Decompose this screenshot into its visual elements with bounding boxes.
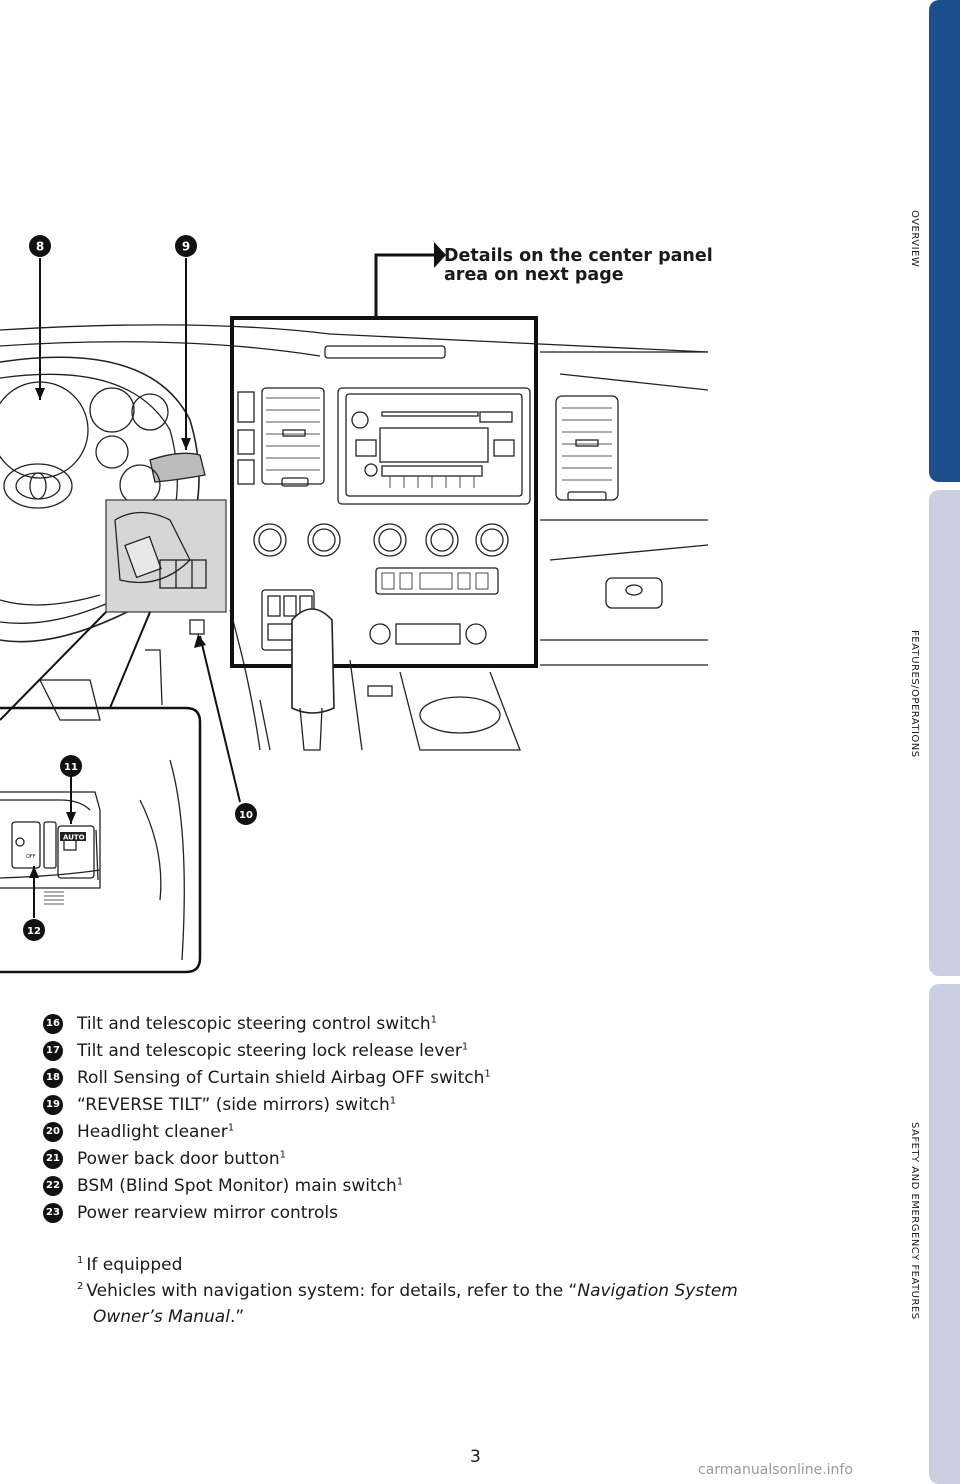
list-item: 17 Tilt and telescopic steering lock rele… [43,1037,843,1064]
list-item: 19 “REVERSE TILT” (side mirrors) switch1 [43,1091,843,1118]
center-panel-callout: Details on the center panel area on next… [444,247,713,285]
page-number: 3 [470,1447,481,1467]
item-text: Headlight cleaner1 [77,1121,235,1142]
watermark[interactable]: carmanualsonline.info [698,1462,853,1478]
callout-line-2: area on next page [444,265,624,285]
side-tab-safety-label: SAFETY AND EMERGENCY FEATURES [909,1122,920,1320]
side-tab-safety[interactable] [929,984,960,1484]
item-text: Roll Sensing of Curtain shield Airbag OF… [77,1067,491,1088]
side-tab-features[interactable] [929,490,960,976]
auto-switch-label: AUTO [63,834,85,842]
item-number-badge: 23 [43,1202,63,1223]
manual-title-italic-b: Owner’s Manual [93,1307,230,1327]
marker-11: 11 [64,762,78,773]
side-tab-overview-label: OVERVIEW [909,210,920,268]
item-number-badge: 20 [43,1121,63,1142]
side-tab-overview[interactable] [929,0,960,482]
list-item: 23 Power rearview mirror controls [43,1199,843,1226]
list-item: 20 Headlight cleaner1 [43,1118,843,1145]
list-item: 21 Power back door button1 [43,1145,843,1172]
item-text: BSM (Blind Spot Monitor) main switch1 [77,1175,404,1196]
marker-12: 12 [27,926,41,937]
side-tab-features-label: FEATURES/OPERATIONS [909,630,920,758]
item-number-badge: 19 [43,1094,63,1115]
callout-line-1: Details on the center panel [444,246,713,266]
item-number-badge: 22 [43,1175,63,1196]
item-number-badge: 16 [43,1013,63,1034]
marker-10: 10 [239,810,253,821]
item-number-badge: 21 [43,1148,63,1169]
item-text: Power back door button1 [77,1148,287,1169]
item-text: Power rearview mirror controls [77,1202,339,1223]
item-number-badge: 18 [43,1067,63,1088]
list-item: 22 BSM (Blind Spot Monitor) main switch1 [43,1172,843,1199]
feature-list: 16 Tilt and telescopic steering control s… [43,1010,843,1226]
list-item: 18 Roll Sensing of Curtain shield Airbag … [43,1064,843,1091]
marker-9: 9 [182,240,190,254]
footnote-2-continued: Owner’s Manual.” [93,1307,245,1327]
dashboard-illustration: OFF AUTO 8 9 10 11 12 [0,235,709,974]
item-number-badge: 17 [43,1040,63,1061]
marker-8: 8 [36,240,44,254]
item-text: “REVERSE TILT” (side mirrors) switch1 [77,1094,397,1115]
item-text: Tilt and telescopic steering control swi… [77,1013,438,1034]
item-text: Tilt and telescopic steering lock releas… [77,1040,469,1061]
manual-title-italic-a: Navigation System [577,1281,738,1301]
off-switch-label: OFF [26,854,36,860]
list-item: 16 Tilt and telescopic steering control s… [43,1010,843,1037]
